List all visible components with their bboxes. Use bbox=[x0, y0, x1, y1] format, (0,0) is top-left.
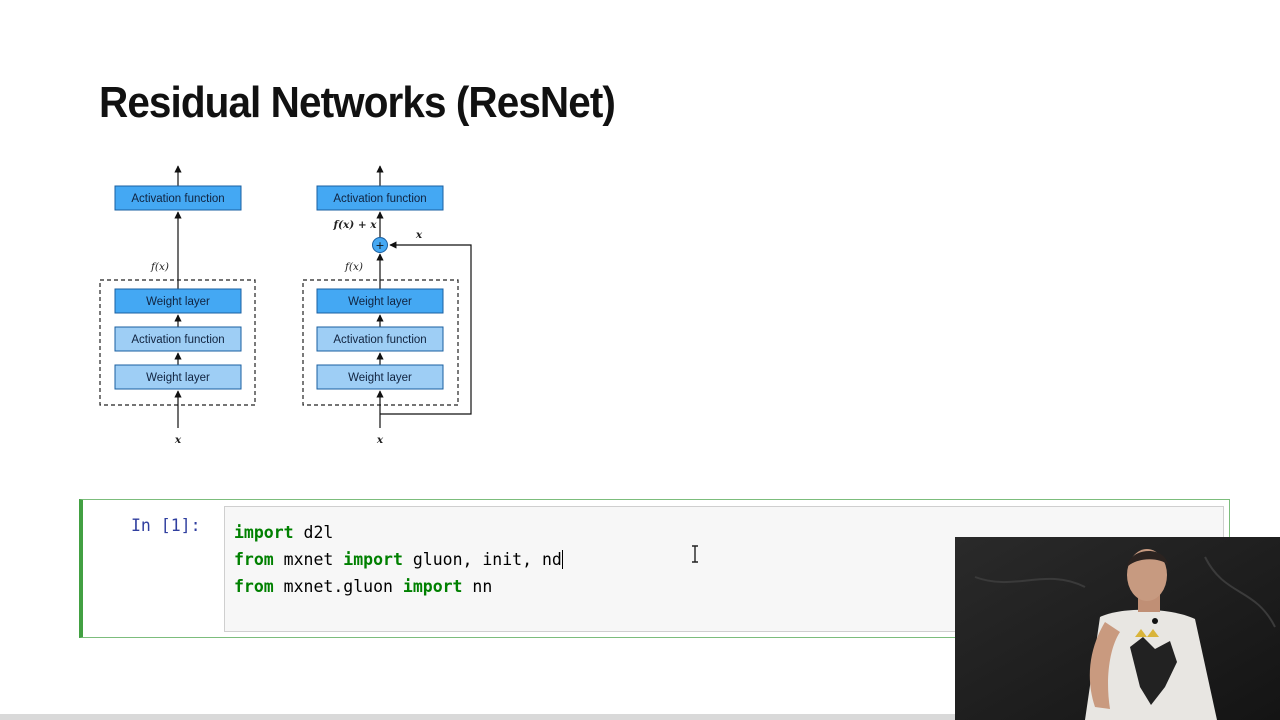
keyword: from bbox=[234, 550, 274, 569]
resnet-block-diagram: Activation function f(x) Weight layer Ac… bbox=[99, 165, 472, 446]
slide-title: Residual Networks (ResNet) bbox=[99, 78, 616, 127]
bottom-edge-bar bbox=[0, 714, 955, 720]
weight-box-upper-left bbox=[114, 288, 242, 314]
activation-label: Activation function bbox=[333, 193, 426, 205]
activation-box-top-left bbox=[114, 185, 242, 211]
fx-label: f(x) bbox=[344, 261, 363, 273]
code-text-span: mxnet.gluon bbox=[273, 577, 403, 596]
cell-prompt: In [1]: bbox=[131, 516, 201, 535]
fx-plus-x-label: f(x) + x bbox=[332, 219, 377, 231]
keyword: import bbox=[402, 577, 463, 596]
presenter-image bbox=[955, 537, 1280, 720]
weight-label: Weight layer bbox=[146, 296, 210, 308]
weight-label: Weight layer bbox=[348, 296, 412, 308]
plus-symbol: + bbox=[375, 239, 384, 252]
weight-box-upper-right bbox=[316, 288, 444, 314]
skip-connection bbox=[380, 241, 472, 415]
activation-label: Activation function bbox=[333, 334, 426, 346]
residual-block: Activation function f(x) + x + f(x) Weig… bbox=[302, 165, 472, 446]
add-node bbox=[372, 237, 388, 253]
presenter-webcam-video bbox=[955, 537, 1280, 720]
code-text-span: nn bbox=[462, 577, 493, 596]
x-label: x bbox=[174, 434, 182, 446]
weight-box-lower-right bbox=[316, 364, 444, 390]
keyword: import bbox=[234, 523, 294, 542]
keyword: import bbox=[343, 550, 403, 569]
code-line: from mxnet import gluon, init, nd bbox=[234, 550, 563, 569]
weight-label: Weight layer bbox=[348, 372, 412, 384]
x-label: x bbox=[376, 434, 384, 446]
activation-box-top-right bbox=[316, 185, 444, 211]
code-line: from mxnet.gluon import nn bbox=[234, 577, 492, 596]
activation-box-mid-right bbox=[316, 326, 444, 352]
activation-box-mid-left bbox=[114, 326, 242, 352]
code-line: import d2l bbox=[234, 523, 333, 542]
skip-x-label: x bbox=[415, 229, 423, 241]
fx-label: f(x) bbox=[150, 261, 169, 273]
regular-block: Activation function f(x) Weight layer Ac… bbox=[99, 165, 256, 446]
code-text: import d2l from mxnet import gluon, init… bbox=[234, 519, 563, 600]
activation-label: Activation function bbox=[131, 193, 224, 205]
keyword: from bbox=[234, 577, 274, 596]
text-caret bbox=[561, 550, 563, 569]
code-text-span: d2l bbox=[293, 523, 334, 542]
code-text-span: mxnet bbox=[273, 550, 344, 569]
weight-box-lower-left bbox=[114, 364, 242, 390]
code-text-span: gluon, init, nd bbox=[402, 550, 562, 569]
i-beam-cursor-icon bbox=[692, 545, 698, 563]
weight-label: Weight layer bbox=[146, 372, 210, 384]
activation-label: Activation function bbox=[131, 334, 224, 346]
